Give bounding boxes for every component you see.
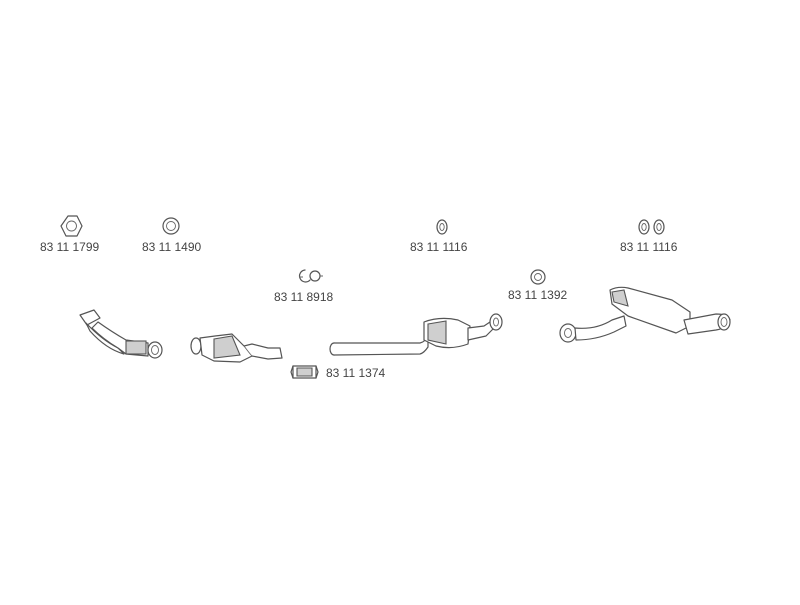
clamp-icon[interactable]	[299, 269, 323, 283]
pipe-clamp-icon[interactable]	[290, 365, 319, 379]
ring-pair-icon[interactable]	[638, 219, 665, 235]
ring-seal-icon[interactable]	[162, 217, 180, 235]
rear-silencer-icon[interactable]	[559, 286, 731, 343]
small-ring-mid-icon[interactable]	[530, 269, 546, 285]
front-pipe-icon[interactable]	[79, 309, 163, 359]
catalytic-converter-icon[interactable]	[190, 333, 283, 363]
part-number-ring-pair: 83 11 1116	[620, 240, 678, 254]
middle-silencer-icon[interactable]	[329, 313, 503, 356]
part-number-gasket-triangle: 83 11 1799	[40, 240, 100, 254]
gasket-triangle-icon[interactable]	[60, 215, 83, 237]
small-ring-icon[interactable]	[436, 219, 448, 235]
part-number-small-ring: 83 11 1116	[410, 240, 468, 254]
part-number-ring-seal: 83 11 1490	[142, 240, 202, 254]
part-number-pipe-clamp: 83 11 1374	[326, 366, 386, 380]
part-number-small-ring-mid: 83 11 1392	[508, 288, 568, 302]
part-number-clamp: 83 11 8918	[274, 290, 334, 304]
